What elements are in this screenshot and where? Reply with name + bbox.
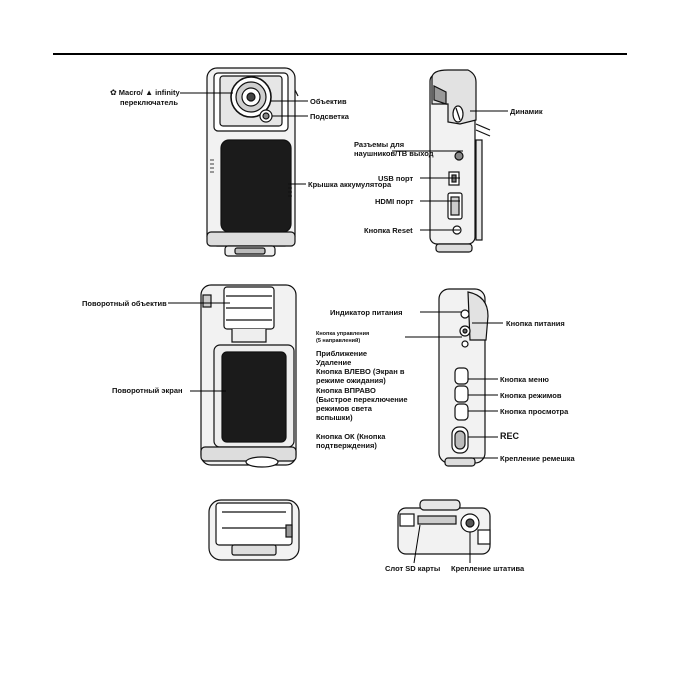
label-delete: Удаление xyxy=(316,358,352,367)
camera-side-view xyxy=(429,69,491,253)
label-hdmi-port: HDMI порт xyxy=(375,197,414,206)
label-zoom: Приближение xyxy=(316,349,368,358)
label-macro-switch: ✿ Macro/ ▲ infinity xyxy=(110,88,180,97)
label-tripod-mount: Крепление штатива xyxy=(451,564,525,573)
camera-base-view xyxy=(397,499,491,555)
label-control-button-line2: (5 направлений) xyxy=(316,338,361,344)
label-right-button: Кнопка ВПРАВО (Быстрое переключение режи… xyxy=(316,386,408,422)
label-headphones-tv: Разъемы для наушников/ТВ выход xyxy=(354,140,434,158)
label-left-button: Кнопка ВЛЕВО (Экран в режиме ожидания) xyxy=(316,367,405,385)
label-speaker: Динамик xyxy=(510,107,543,116)
label-strap-mount: Крепление ремешка xyxy=(500,454,575,463)
label-menu-button: Кнопка меню xyxy=(500,375,549,384)
label-rotating-screen: Поворотный экран xyxy=(112,386,183,395)
leaders-buttons-side xyxy=(405,311,503,459)
mountain-icon: ▲ xyxy=(145,88,153,97)
label-rec: REC xyxy=(500,431,520,441)
camera-front-view xyxy=(206,67,299,257)
label-power-indicator: Индикатор питания xyxy=(330,308,403,317)
leaders-side xyxy=(392,110,508,231)
leaders-base xyxy=(413,524,471,564)
label-playback-button: Кнопка просмотра xyxy=(500,407,569,416)
label-lens: Объектив xyxy=(310,97,347,106)
camera-bottom-view xyxy=(208,499,300,561)
leaders-rotated-front xyxy=(168,302,230,392)
label-reset-button: Кнопка Reset xyxy=(364,226,413,235)
leaders-front xyxy=(180,92,308,185)
label-macro-switch-word: переключатель xyxy=(120,98,178,107)
label-mode-button: Кнопка режимов xyxy=(500,391,562,400)
label-ok-button: Кнопка ОК (Кнопка подтверждения) xyxy=(316,432,386,450)
label-rotating-lens: Поворотный объектив xyxy=(82,299,167,308)
label-usb-port: USB порт xyxy=(378,174,414,183)
camera-rotated-front xyxy=(200,284,297,468)
flower-icon: ✿ xyxy=(110,88,117,97)
label-control-button-line1: Кнопка управления xyxy=(316,331,370,337)
label-battery-cover: Крышка аккумулятора xyxy=(308,180,392,189)
label-sd-slot: Слот SD карты xyxy=(385,564,441,573)
label-power-button: Кнопка питания xyxy=(506,319,565,328)
camera-buttons-side xyxy=(438,288,489,467)
label-light: Подсветка xyxy=(310,112,349,121)
